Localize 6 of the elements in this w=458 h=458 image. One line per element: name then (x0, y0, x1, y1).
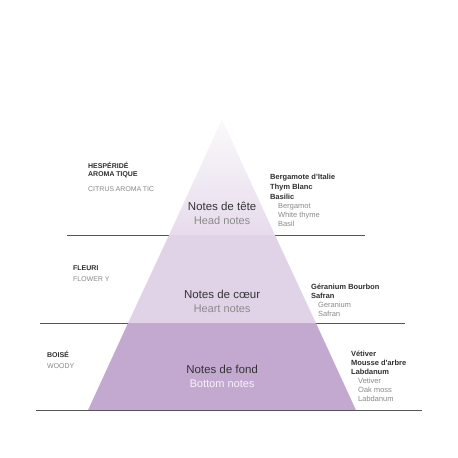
tier-subtitle: Bottom notes (190, 378, 254, 390)
tier-title: Notes de cœur (184, 289, 260, 302)
tier-title: Notes de fond (186, 364, 258, 377)
tier-subtitle: Head notes (194, 215, 250, 228)
tier-title: Notes de tête (188, 201, 256, 214)
tier-subtitle: Heart notes (194, 303, 250, 316)
